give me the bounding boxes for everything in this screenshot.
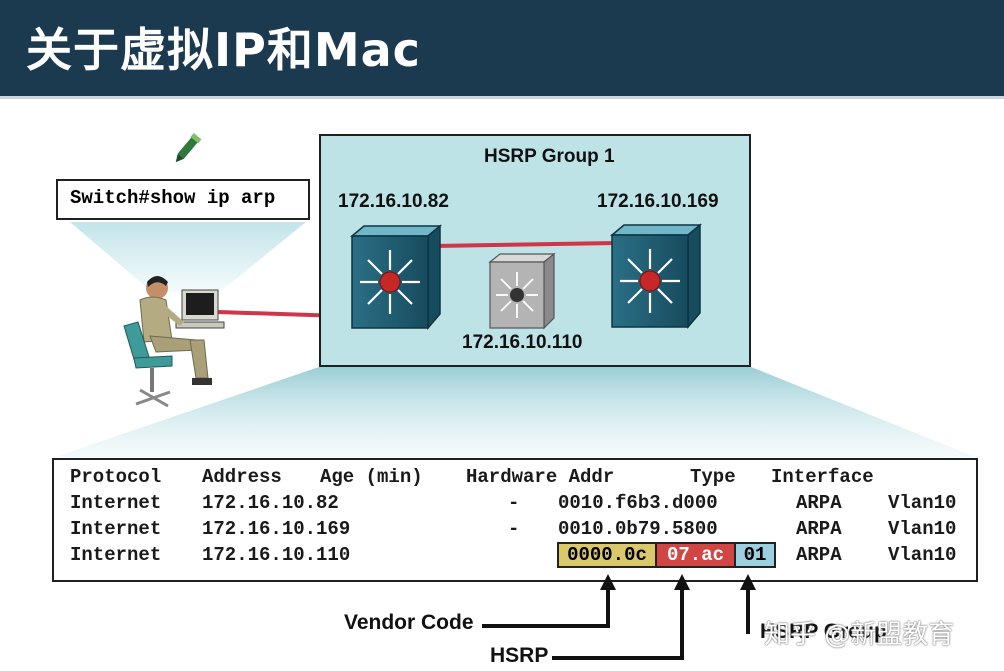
table-row-1-iface: Vlan10 <box>888 492 957 514</box>
mac-vendor-segment: 0000.0c <box>557 542 657 568</box>
virtual-switch-icon <box>488 252 556 330</box>
header-divider <box>0 96 1004 99</box>
vendor-code-label: Vendor Code <box>344 611 474 634</box>
router-left-ip: 172.16.10.82 <box>338 191 449 212</box>
table-row-2-protocol: Internet <box>70 518 162 540</box>
table-row-2-iface: Vlan10 <box>888 518 957 540</box>
table-row-3-address: 172.16.10.110 <box>202 544 351 566</box>
command-beam <box>70 222 306 292</box>
table-row-1-type: ARPA <box>796 492 842 514</box>
table-row-3-iface: Vlan10 <box>888 544 957 566</box>
multilayer-switch-icon <box>349 224 443 331</box>
vendor-arrow <box>482 586 610 628</box>
mac-hsrp-segment: 07.ac <box>655 542 736 568</box>
header-hw-addr: Hardware Addr <box>466 466 615 488</box>
table-row-1-hw: 0010.f6b3.d000 <box>558 492 718 514</box>
header-bar <box>0 0 1004 96</box>
table-row-1-protocol: Internet <box>70 492 162 514</box>
table-row-3-type: ARPA <box>796 544 842 566</box>
hsrp-label: HSRP <box>490 644 549 667</box>
table-row-2-hw: 0010.0b79.5800 <box>558 518 718 540</box>
header-interface: Interface <box>771 466 874 488</box>
switch-link <box>433 241 617 248</box>
mac-group-segment: 01 <box>734 542 776 568</box>
table-row-2-address: 172.16.10.169 <box>202 518 351 540</box>
table-row-3-protocol: Internet <box>70 544 162 566</box>
hsrp-group-label: HSRP Group <box>760 620 887 643</box>
header-age: Age (min) <box>320 466 423 488</box>
hsrp-arrow <box>552 586 684 660</box>
page-title: 关于虚拟IP和Mac <box>26 23 421 77</box>
pen-icon <box>175 132 202 163</box>
table-row-1-address: 172.16.10.82 <box>202 492 339 514</box>
arp-table <box>52 458 978 582</box>
group-arrow-head <box>740 574 756 590</box>
table-row-2-age: - <box>508 518 520 540</box>
command-box: Switch#show ip arp <box>56 179 310 220</box>
virtual-router-ip: 172.16.10.110 <box>462 332 583 353</box>
table-row-1-age: - <box>508 492 520 514</box>
group-label: HSRP Group 1 <box>484 146 615 167</box>
person-at-computer-icon <box>123 276 225 408</box>
header-type: Type <box>690 466 736 488</box>
hsrp-arrow-head <box>674 574 690 590</box>
header-protocol: Protocol <box>70 466 162 488</box>
table-beam <box>52 367 978 458</box>
table-row-2-type: ARPA <box>796 518 842 540</box>
watermark: 知乎 @新盟教育 <box>764 620 955 650</box>
vendor-arrow-head <box>600 574 616 590</box>
header-address: Address <box>202 466 282 488</box>
router-right-ip: 172.16.10.169 <box>597 191 719 212</box>
multilayer-switch-icon <box>609 223 703 330</box>
